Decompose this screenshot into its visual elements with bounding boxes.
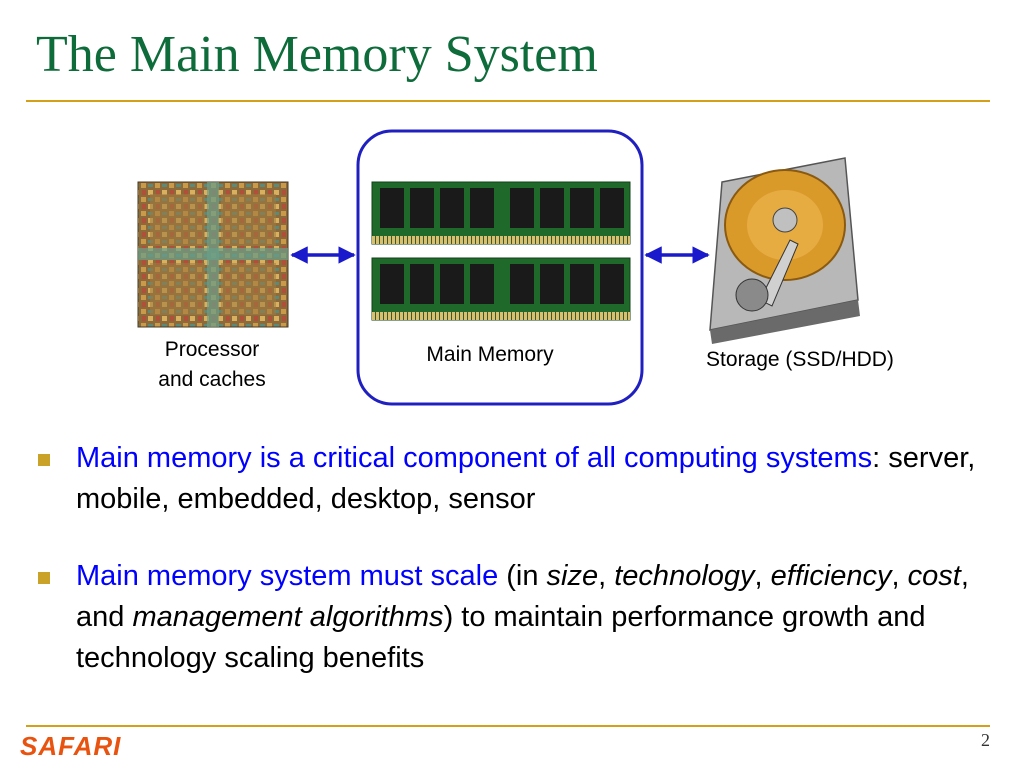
dram-module-icon <box>371 181 631 245</box>
hard-disk-drive-image <box>709 157 860 344</box>
main-memory-caption: Main Memory <box>426 343 554 366</box>
bullet-text-italic: technology <box>614 560 755 592</box>
footer-divider <box>26 725 990 727</box>
processor-die-image <box>137 181 289 328</box>
diagram-graphics <box>137 129 860 406</box>
bullet-text-highlight: Main memory system must scale <box>76 560 499 592</box>
storage-caption: Storage (SSD/HDD) <box>706 348 894 371</box>
bullet-text: (in <box>498 560 547 592</box>
bullet-text: , <box>598 560 615 592</box>
page-number: 2 <box>981 730 990 750</box>
bullet-text: : server, mobile, embedded, desktop, sen… <box>76 442 976 515</box>
safari-logo: SAFARI <box>20 731 122 761</box>
processor-caption: Processor and caches <box>158 338 266 391</box>
bullet-text-italic: management algorithms <box>132 601 444 633</box>
bullet-text-highlight: Main memory is a critical component of a… <box>76 442 873 474</box>
bullet-text: , <box>891 560 908 592</box>
dram-module-icon <box>371 257 631 321</box>
bullet-item: Main memory system must scale (in size, … <box>34 556 994 679</box>
bullet-text-italic: cost <box>907 560 961 592</box>
title-divider <box>26 100 990 102</box>
square-bullet-icon <box>38 454 50 466</box>
bullet-text: ) to maintain performance growth and tec… <box>76 601 926 674</box>
bullet-text-italic: efficiency <box>770 560 892 592</box>
memory-hierarchy-diagram: Processor and caches Main Memory Storage… <box>137 129 894 406</box>
bullet-list: Main memory is a critical component of a… <box>34 438 994 679</box>
bullet-text-italic: size <box>546 560 599 592</box>
square-bullet-icon <box>38 572 50 584</box>
bullet-text: , and <box>76 560 969 633</box>
main-memory-box <box>356 129 644 406</box>
bullet-text: , <box>754 560 771 592</box>
slide-title: The Main Memory System <box>36 26 598 83</box>
bullet-item: Main memory is a critical component of a… <box>34 438 994 520</box>
